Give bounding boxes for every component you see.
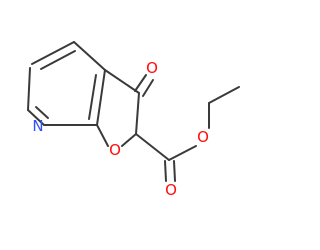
bond-c3-o-1 — [134, 74, 147, 92]
structure-canvas: N O O O O — [27, 41, 240, 199]
atom-label-ketone-oxygen: O — [146, 59, 158, 77]
atom-label-ring-oxygen: O — [109, 141, 121, 159]
bond-cester-o-double-2 — [173, 160, 176, 182]
bond-c1-c2 — [27, 67, 31, 111]
bond-c2-c3 — [31, 41, 75, 65]
bond-c3a-c7a-inner — [88, 74, 97, 120]
bond-cester-o-single — [168, 145, 197, 161]
bond-c2f-o — [121, 133, 137, 147]
furanone-ring — [96, 69, 140, 147]
bond-c3-o-2 — [142, 79, 154, 97]
bond-cester-o-double-1 — [164, 160, 167, 182]
bond-c1-n-inner — [35, 106, 49, 119]
bond-c2-c3-inner — [40, 50, 76, 70]
molecule-structure: N O O O O — [27, 41, 240, 199]
pyridine-ring — [27, 41, 106, 126]
bond-c3a-c7a — [96, 69, 106, 126]
bond-c2f-cester — [135, 133, 170, 161]
atom-label-nitrogen: N — [32, 117, 43, 135]
bond-c3-c2f — [135, 92, 140, 135]
bond-c3-c3a-outer — [73, 41, 106, 71]
atom-label-ester-carbonyl-oxygen: O — [165, 181, 177, 199]
bond-c3a-c3 — [104, 69, 140, 94]
atom-label-ester-oxygen: O — [197, 128, 209, 146]
bond-ch2-ch3 — [208, 86, 240, 104]
ester-group — [135, 86, 240, 182]
ketone-group — [134, 74, 154, 97]
bond-n-c1 — [27, 109, 45, 126]
bond-o-c7a — [96, 124, 109, 147]
